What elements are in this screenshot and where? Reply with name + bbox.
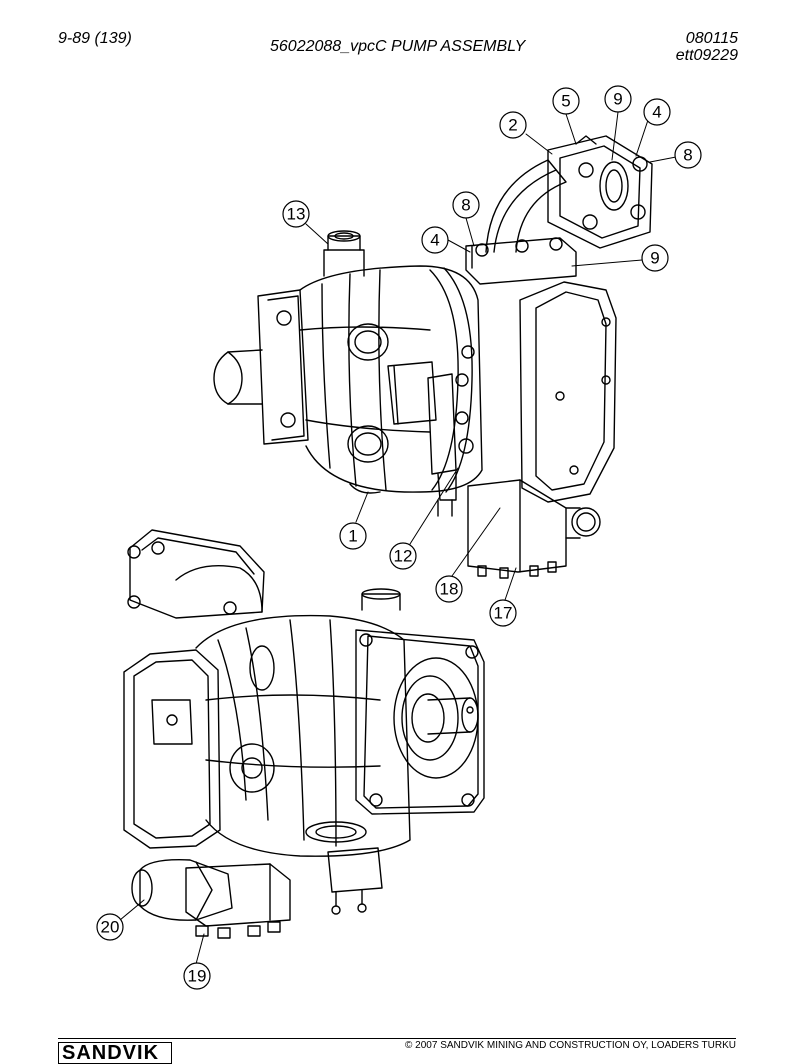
callout-9: 9 <box>613 90 622 109</box>
callout-18: 18 <box>440 580 459 599</box>
callout-bubbles <box>96 85 702 990</box>
callout-1: 1 <box>348 527 357 546</box>
drawing-id: ett09229 <box>675 47 738 64</box>
page-reference: 9-89 (139) <box>58 30 132 47</box>
callout-4: 4 <box>430 231 439 250</box>
lower-pump-view <box>123 529 485 939</box>
callout-4: 4 <box>652 103 661 122</box>
callout-9: 9 <box>650 249 659 268</box>
callout-17: 17 <box>494 604 513 623</box>
callout-5: 5 <box>561 92 570 111</box>
drawing-title: 56022088_vpcC PUMP ASSEMBLY <box>270 38 526 55</box>
callout-19: 19 <box>188 967 207 986</box>
callout-13: 13 <box>287 205 306 224</box>
callout-20: 20 <box>101 918 120 937</box>
leader-lines <box>119 111 677 965</box>
document-number: 080115 <box>685 30 738 47</box>
callout-2: 2 <box>508 116 517 135</box>
upper-pump-view <box>213 135 653 579</box>
callout-12: 12 <box>394 547 413 566</box>
sandvik-logo: SANDVIK <box>58 1042 172 1064</box>
callout-8: 8 <box>683 146 692 165</box>
footer-rule <box>58 1038 736 1039</box>
callout-8: 8 <box>461 196 470 215</box>
copyright-notice: © 2007 SANDVIK MINING AND CONSTRUCTION O… <box>405 1040 736 1051</box>
